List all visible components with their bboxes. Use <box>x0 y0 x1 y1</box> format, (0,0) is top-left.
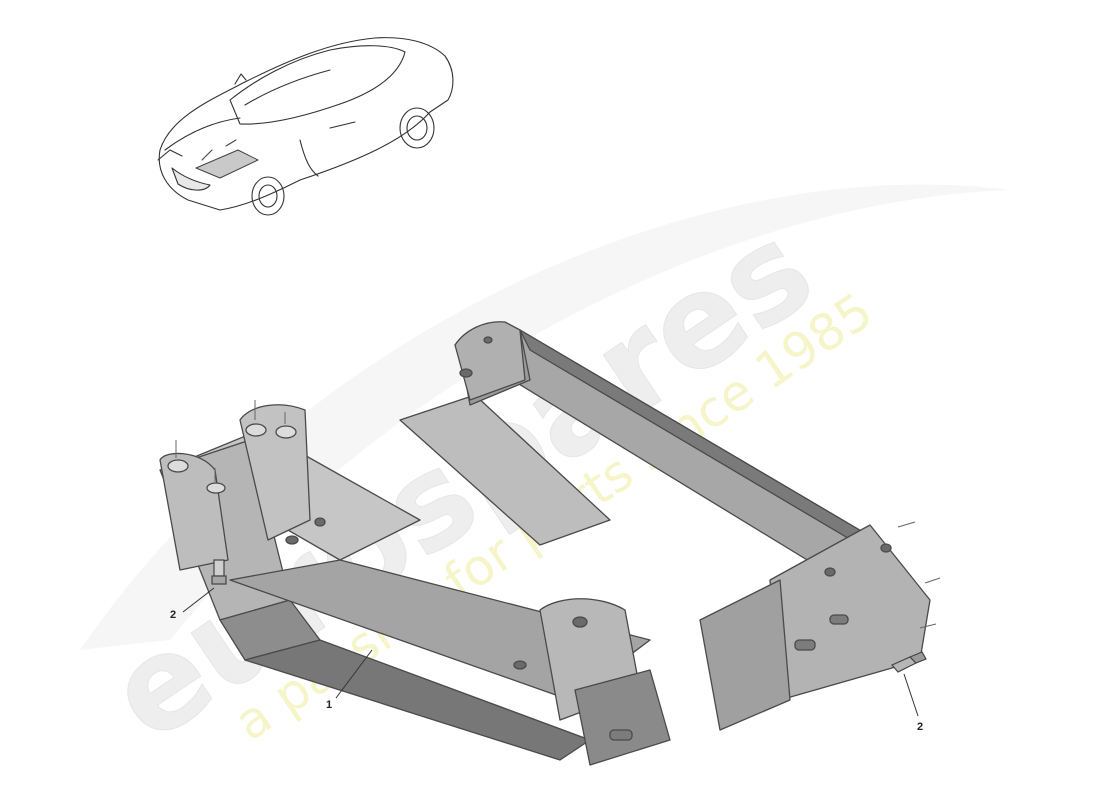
leader-line-1 <box>335 649 373 699</box>
leader-lines <box>182 587 919 717</box>
callout-1: 1 <box>326 699 332 711</box>
watermark-swoosh <box>80 184 1010 650</box>
callout-2-right: 2 <box>917 721 923 733</box>
bolt-icon <box>891 651 927 673</box>
callout-2-left: 2 <box>170 609 176 621</box>
leader-line-2a <box>182 587 215 613</box>
front-subframe-icon <box>159 321 941 766</box>
bolt-icon <box>211 559 227 585</box>
car-locator-icon <box>157 37 454 216</box>
leader-line-2b <box>903 673 919 717</box>
